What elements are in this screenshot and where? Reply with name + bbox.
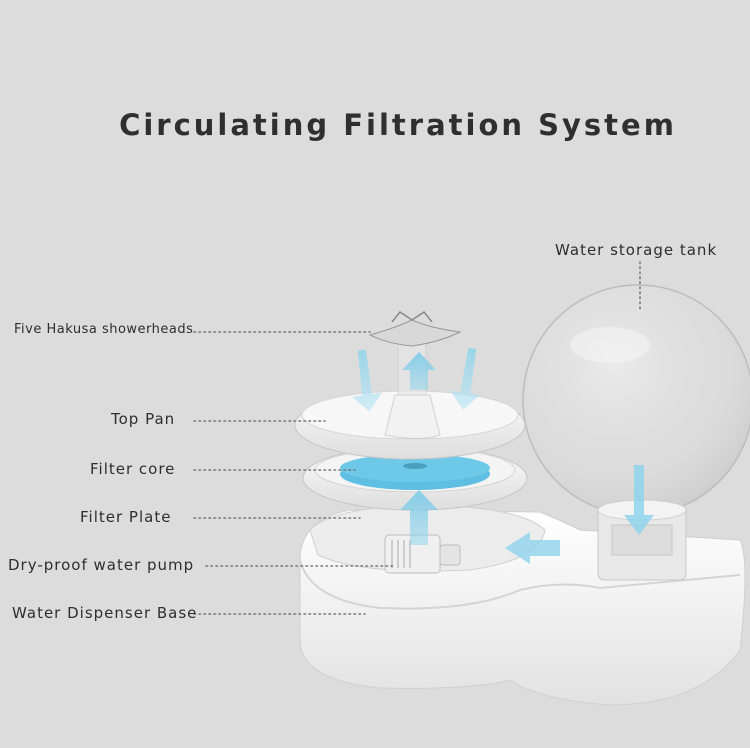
label-filter-plate: Filter Plate [80, 508, 172, 526]
diagram-title: Circulating Filtration System [119, 108, 677, 142]
label-showerheads: Five Hakusa showerheads [14, 322, 194, 337]
label-top-pan: Top Pan [111, 410, 176, 428]
top-pan-shape [294, 390, 526, 460]
flow-arrows [352, 347, 654, 564]
label-dispenser-base: Water Dispenser Base [12, 604, 198, 622]
filter-core-shape [340, 454, 490, 490]
label-water-pump: Dry-proof water pump [8, 556, 195, 574]
leader-lines [193, 261, 641, 615]
label-water-storage-tank: Water storage tank [555, 241, 718, 259]
water-storage-tank-shape [522, 284, 750, 581]
label-filter-core: Filter core [90, 460, 176, 478]
